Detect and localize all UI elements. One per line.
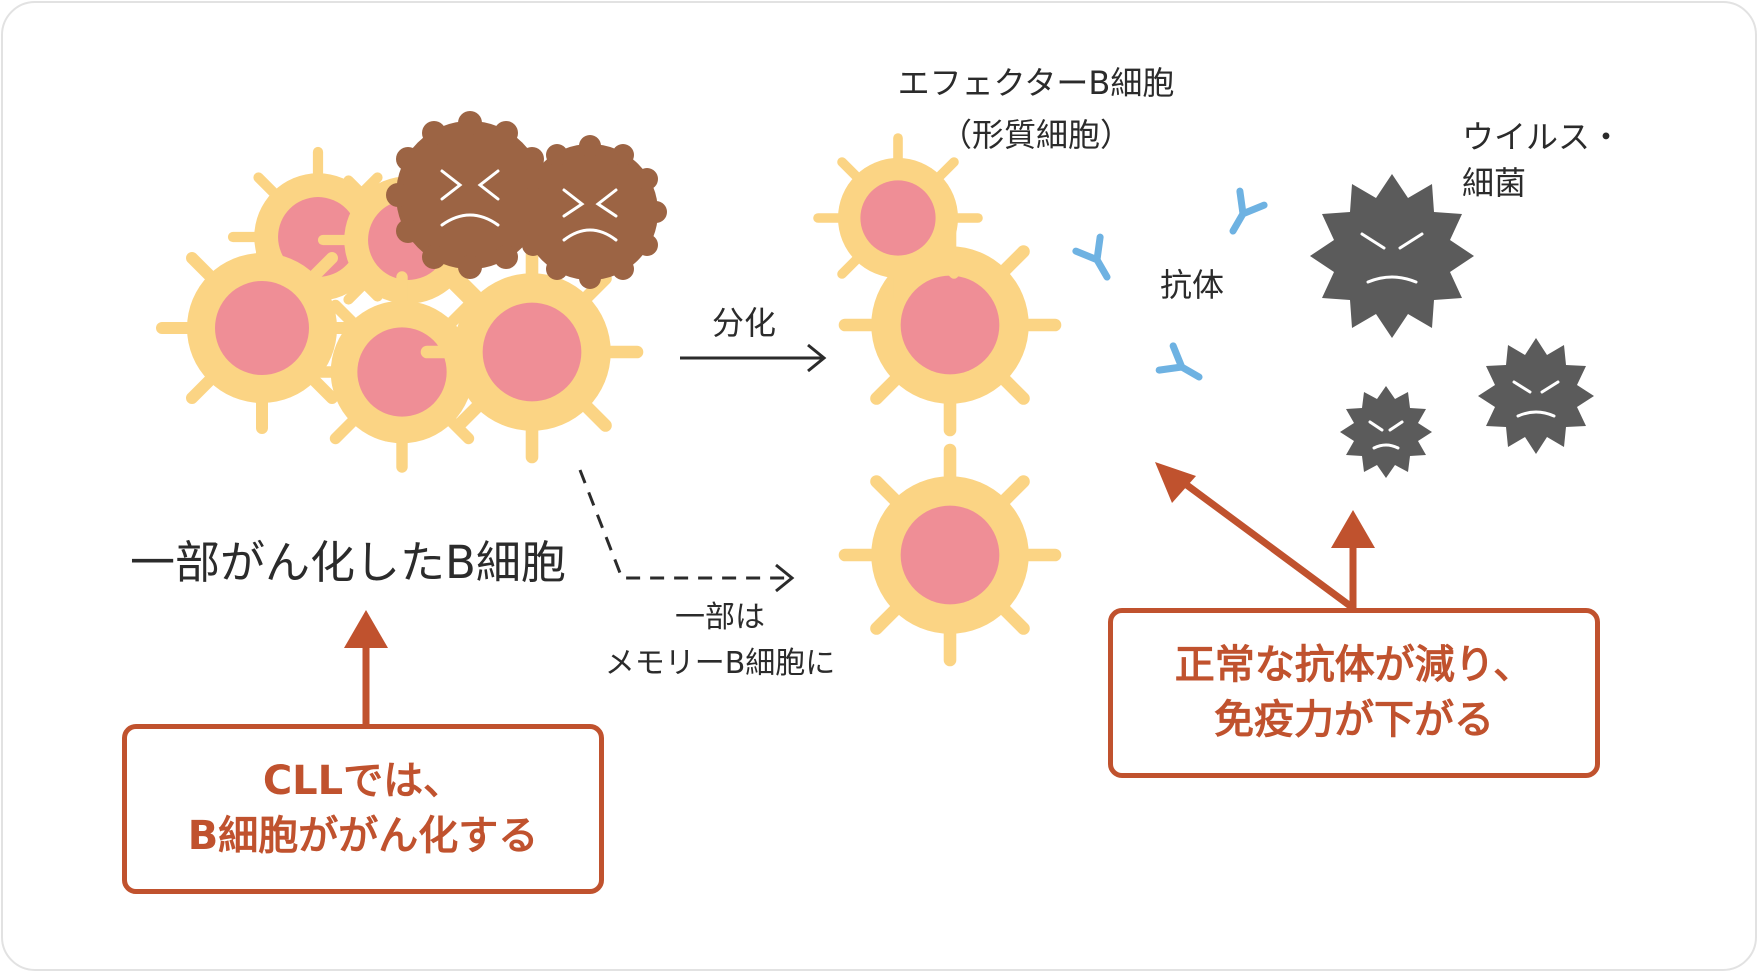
cancer-cell-icon <box>513 135 667 289</box>
differentiation-arrow-icon <box>680 343 827 373</box>
virus-icon <box>1340 386 1432 478</box>
virus-bacteria-label-line1: ウイルス・ <box>1462 118 1623 156</box>
cll-callout-line1: CLLでは、 <box>262 757 464 804</box>
antibody-label: 抗体 <box>1160 266 1225 304</box>
b-cell-icon <box>427 247 637 457</box>
effector-b-cells <box>818 138 1055 430</box>
plasma-cell-label: （形質細胞） <box>939 116 1133 154</box>
immunity-callout-line2: 免疫力が下がる <box>1214 697 1494 743</box>
immunity-callout-line1: 正常な抗体が減り、 <box>1174 641 1534 688</box>
right-callout-arrows-icon <box>1155 462 1375 611</box>
left-callout-arrow-icon <box>344 610 388 724</box>
b-cell-icon <box>162 228 362 428</box>
virus-icon <box>1478 338 1594 454</box>
memory-b-cell-icon <box>845 450 1055 660</box>
cancer-b-cell-cluster <box>162 111 667 467</box>
cll-callout: CLLでは、 B細胞ががん化する <box>122 724 604 894</box>
virus-bacteria-label-line2: 細菌 <box>1462 164 1527 202</box>
cancer-b-cell-label: 一部がん化したB細胞 <box>130 536 566 589</box>
antibody-icon <box>1221 191 1264 238</box>
antibody-icon <box>1159 346 1206 389</box>
memory-arrow-icon <box>578 469 795 593</box>
immunity-callout: 正常な抗体が減り、 免疫力が下がる <box>1108 608 1600 778</box>
b-cell-icon <box>818 138 978 298</box>
cll-callout-line2: B細胞ががん化する <box>187 813 539 859</box>
differentiation-label: 分化 <box>712 304 777 342</box>
antibody-icon <box>1076 237 1119 284</box>
virus-icon <box>1310 174 1474 338</box>
effector-b-cell-label: エフェクターB細胞 <box>897 64 1175 102</box>
memory-b-cell-label-line2: メモリーB細胞に <box>604 646 836 681</box>
memory-b-cell-label-line1: 一部は <box>675 600 765 635</box>
